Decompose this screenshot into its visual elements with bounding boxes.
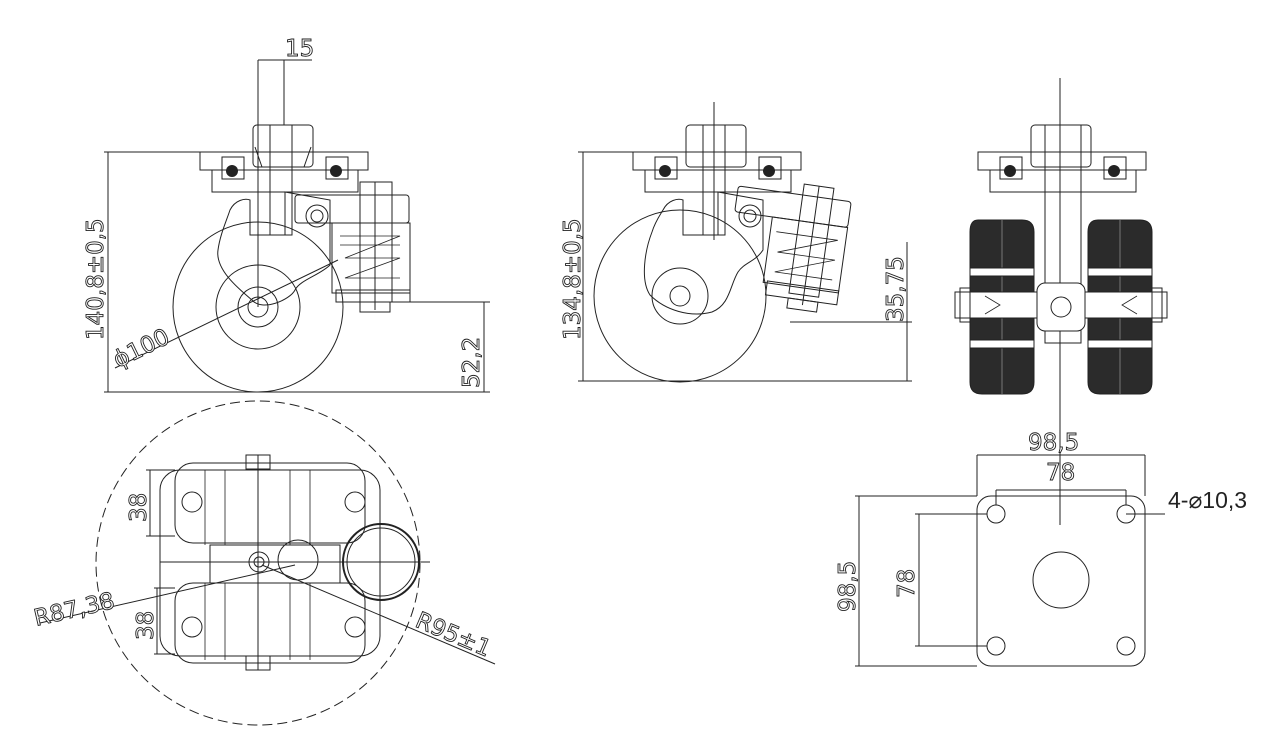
dim-width-upper: 38	[126, 493, 152, 522]
front-view-right	[954, 78, 1168, 525]
mounting-plate-view	[855, 454, 1165, 667]
dim-wheel-diameter: ϕ100	[109, 324, 173, 373]
dim-brake-height-left: 52,2	[459, 337, 485, 388]
dim-height-left: 140,8±0,5	[83, 218, 109, 340]
top-view	[39, 400, 496, 726]
side-view-left	[104, 59, 490, 393]
label-mounting-holes: 4-⌀10,3	[1168, 487, 1247, 513]
dim-plate-inner-width: 78	[1046, 460, 1075, 486]
dim-plate-outer-width: 98,5	[1028, 430, 1079, 456]
dim-radius-1: R87,38	[32, 588, 118, 632]
dim-plate-outer-height: 98,5	[835, 561, 861, 612]
dim-offset-15: 15	[285, 36, 314, 62]
dim-plate-inner-height: 78	[894, 569, 920, 598]
dim-width-lower: 38	[133, 611, 159, 640]
side-view-middle	[578, 102, 912, 383]
dim-brake-height-middle: 35,75	[883, 256, 909, 322]
dim-radius-2: R95±1	[412, 608, 495, 663]
dim-height-middle: 134,8±0,5	[560, 218, 586, 340]
